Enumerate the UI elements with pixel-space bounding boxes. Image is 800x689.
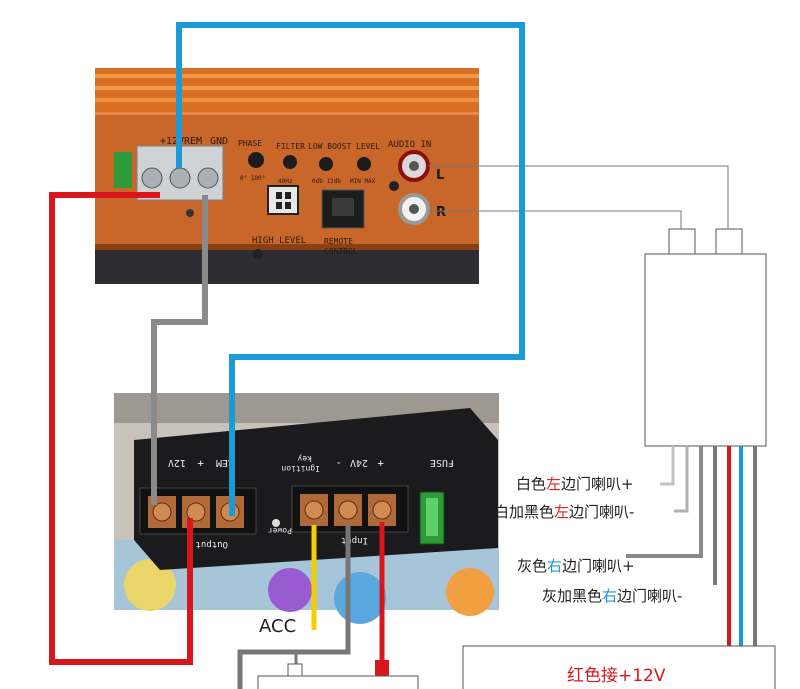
converter-input-caption: Input — [341, 535, 368, 545]
speaker-label-right-plus: 灰色右边门喇叭+ — [517, 557, 635, 575]
remote-control-label: REMOTE CONTROL — [324, 237, 358, 256]
converter-ignition-key-label: Ignition key — [277, 454, 320, 473]
filter-range: 40Hz — [278, 178, 293, 185]
speaker-label-right-minus: 灰加黑色右边门喇叭- — [542, 587, 682, 605]
converter-output-plus: + — [197, 457, 204, 470]
amplifier-photo: +12V REM GND PHASE FILTER LOW BOOST LEVE… — [95, 68, 479, 284]
converter-input-24v: 24V — [350, 457, 368, 468]
wire-blue-rem — [176, 22, 525, 516]
bottom-right-box — [462, 645, 776, 689]
power-note: 红色接+12V — [567, 666, 666, 686]
acc-label: ACC — [259, 616, 296, 637]
wire-white-black-left-minus — [674, 446, 689, 513]
high-level-connector — [267, 185, 299, 215]
converter-power-label: Power — [268, 526, 292, 535]
amp-label-audio-in: AUDIO IN — [388, 140, 431, 150]
signal-converter-module — [644, 228, 767, 447]
amp-terminal-label-12v: +12V — [160, 136, 184, 147]
rca-right-label: R — [436, 205, 446, 220]
bottom-left-connector — [287, 663, 303, 677]
wire-gray-input-negative — [237, 525, 351, 689]
low-boost-knob — [319, 157, 333, 171]
amp-label-low-boost: LOW BOOST — [308, 142, 352, 151]
high-level-label: HIGH LEVEL — [252, 236, 306, 246]
speaker-label-left-plus: 白色左边门喇叭+ — [516, 475, 634, 493]
wire-gray-ground — [151, 195, 208, 505]
level-range: MIN MAX — [350, 178, 376, 185]
speaker-label-left-minus: 白加黑色左边门喇叭- — [494, 503, 634, 521]
amp-terminal-label-gnd: GND — [210, 136, 228, 147]
converter-photo: - 12V + REM Output Ignition key - 24V + … — [114, 393, 499, 624]
filter-knob — [283, 155, 297, 169]
bottom-left-box — [257, 675, 419, 689]
converter-input-plus: + — [377, 457, 384, 470]
converter-fuse-label: FUSE — [430, 457, 454, 468]
level-knob — [357, 157, 371, 171]
rca-cables — [428, 165, 729, 229]
amp-label-phase: PHASE — [238, 139, 262, 148]
wire-red-12v — [49, 192, 193, 665]
phase-switch — [248, 152, 264, 168]
wire-gray-black-right-minus — [713, 446, 717, 585]
boost-range: 0db 12db — [312, 178, 341, 185]
amp-terminal-label-rem: REM — [184, 136, 202, 147]
red-input-terminal — [375, 660, 389, 678]
amp-label-level: LEVEL — [356, 142, 380, 151]
amp-label-filter: FILTER — [276, 142, 305, 151]
converter-output-12v: 12V — [168, 457, 186, 468]
converter-output-rem: REM — [216, 457, 234, 468]
wire-white-left-plus — [660, 446, 675, 486]
wire-gray-right-plus — [626, 446, 703, 558]
amp-green-connector — [114, 152, 132, 188]
converter-input-minus: - — [335, 457, 342, 470]
rca-left-label: L — [436, 168, 444, 183]
wire-red-module-power — [690, 446, 731, 678]
phase-range: 0° 180° — [240, 175, 265, 182]
converter-output-caption: Output — [195, 539, 228, 549]
